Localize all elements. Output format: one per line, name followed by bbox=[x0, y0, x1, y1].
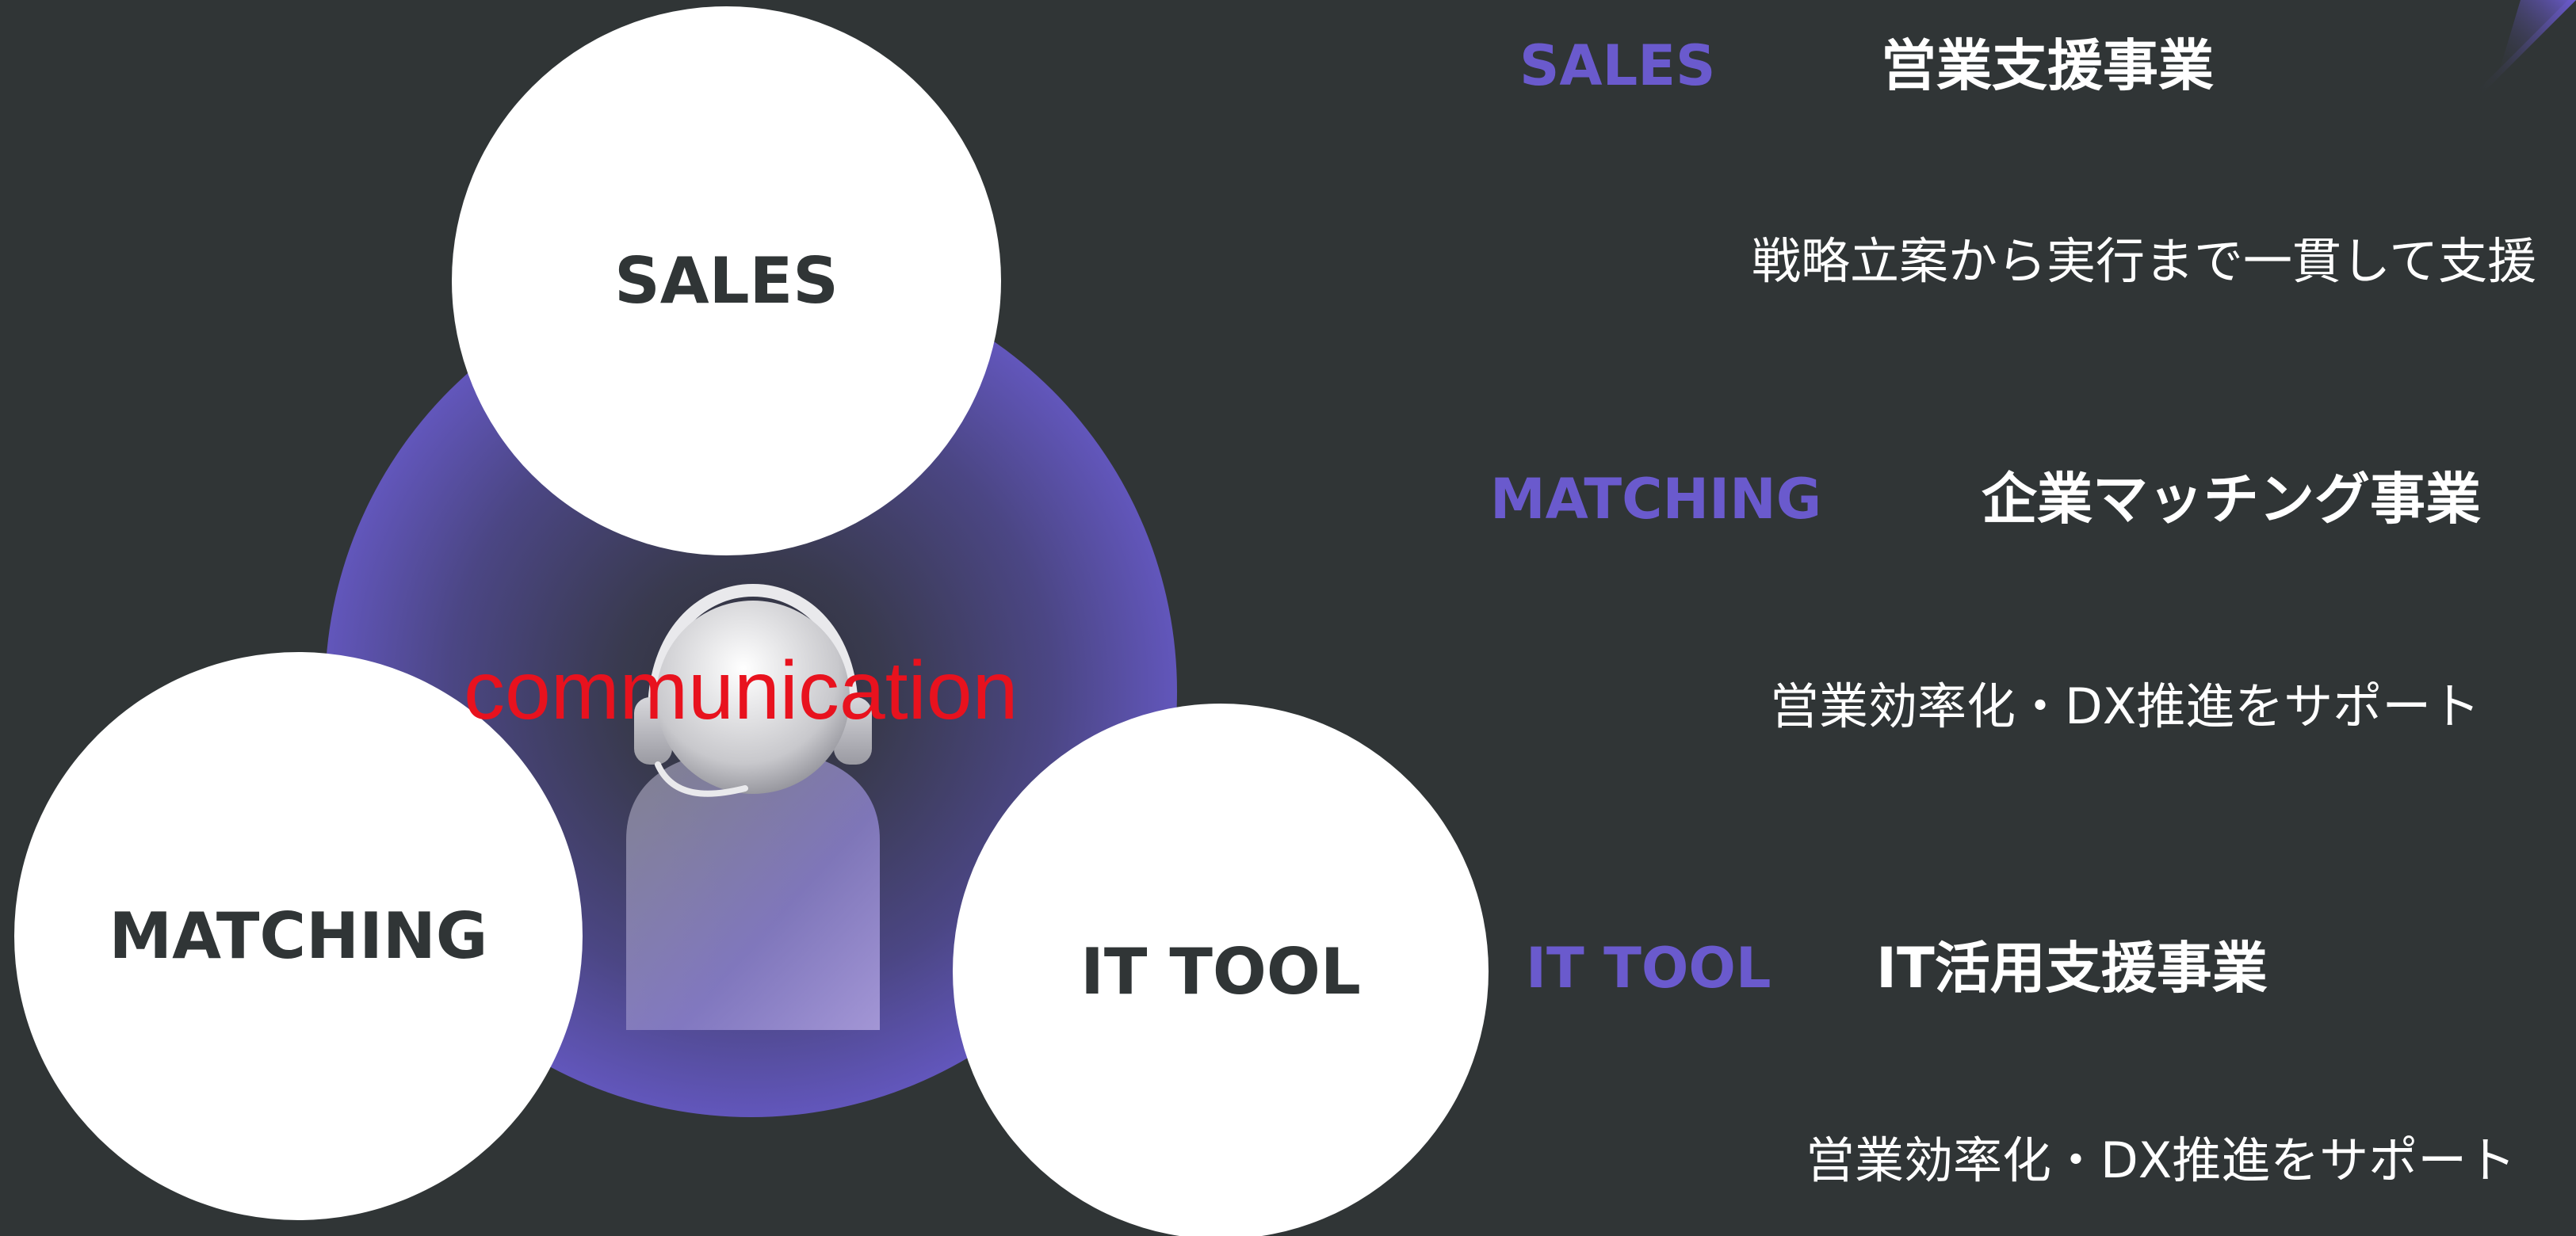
corner-accent bbox=[2473, 0, 2576, 95]
person-with-headset-icon bbox=[626, 583, 880, 1030]
center-label: communication bbox=[464, 645, 1019, 737]
service-sales-description: 戦略立案から実行まで一貫して支援 bbox=[1752, 232, 2537, 290]
service-ittool-en: IT TOOL bbox=[1526, 936, 1771, 1001]
service-ittool-description: 営業効率化・DX推進をサポート bbox=[1806, 1131, 2517, 1189]
sales-circle: SALES bbox=[452, 6, 1001, 555]
service-sales-en: SALES bbox=[1519, 33, 1716, 98]
service-matching-description: 営業効率化・DX推進をサポート bbox=[1770, 677, 2481, 735]
ittool-circle: IT TOOL bbox=[953, 704, 1489, 1236]
service-ittool-title: IT活用支援事業 bbox=[1876, 936, 2268, 1001]
service-sales-title: 営業支援事業 bbox=[1881, 33, 2214, 98]
service-matching-title: 企業マッチング事業 bbox=[1982, 467, 2481, 532]
matching-circle: MATCHING bbox=[14, 652, 583, 1220]
sales-circle-label: SALES bbox=[614, 244, 839, 318]
matching-circle-label: MATCHING bbox=[109, 899, 488, 973]
ittool-circle-label: IT TOOL bbox=[1080, 934, 1361, 1009]
service-matching-en: MATCHING bbox=[1490, 467, 1822, 532]
